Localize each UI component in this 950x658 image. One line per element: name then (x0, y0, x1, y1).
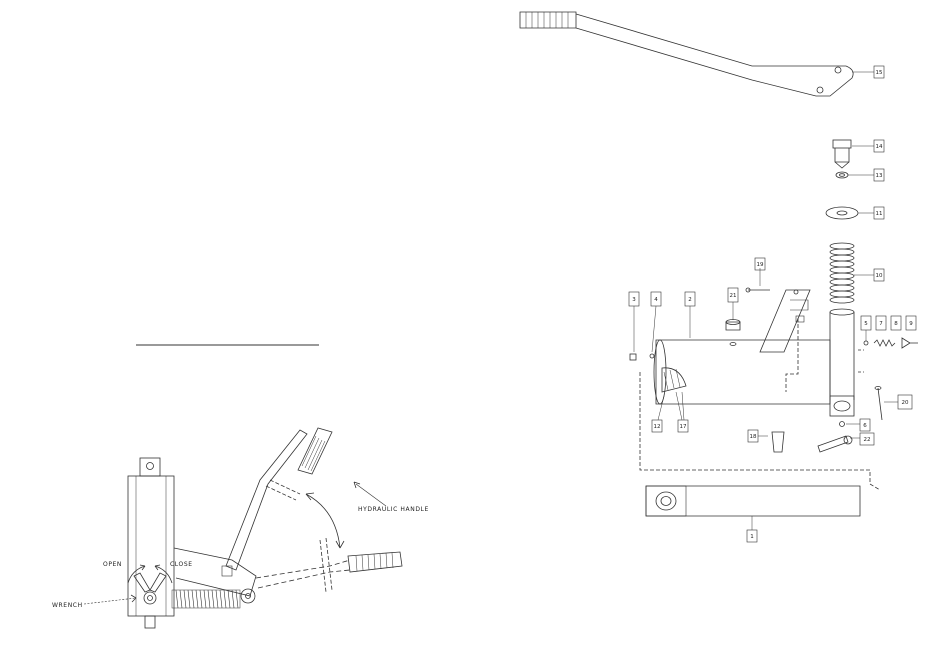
part-12-label: 12 (654, 424, 661, 430)
close-label: CLOSE (170, 561, 193, 568)
pump-cylinder (830, 312, 854, 400)
top-lug-hole (147, 463, 154, 470)
wrench-arm-left (134, 573, 150, 592)
flat-washer (826, 207, 858, 219)
part-4-label: 4 (654, 297, 658, 303)
part-3-label: 3 (632, 297, 636, 303)
part-number-boxes (629, 66, 916, 542)
raised-handle-break (266, 480, 300, 500)
part-9-label: 9 (909, 321, 913, 327)
release-valve (144, 592, 156, 604)
ball-6 (840, 422, 845, 427)
cap-21 (726, 322, 740, 330)
part-3 (630, 354, 636, 360)
part-17-label: 17 (680, 424, 687, 430)
part-20-label: 20 (902, 400, 909, 406)
part-8-label: 8 (894, 321, 898, 327)
part-2-label: 2 (688, 297, 692, 303)
screw-9 (902, 338, 918, 348)
release-valve-22 (818, 436, 848, 452)
bottom-stub (145, 616, 155, 628)
part-18-label: 18 (750, 434, 757, 440)
plunger-body (835, 148, 849, 168)
rotation-arrow (306, 494, 340, 548)
seal-washer (836, 172, 848, 178)
top-lug (140, 458, 160, 476)
return-spring (172, 590, 240, 608)
open-label: OPEN (103, 561, 122, 568)
part-19-label: 19 (757, 262, 764, 268)
ball-5 (864, 341, 868, 345)
lowered-handle (256, 560, 350, 578)
raised-handle-grip (298, 428, 332, 474)
piston-spring (830, 243, 854, 303)
spring-7 (874, 340, 895, 346)
lowered-handle-break (320, 538, 332, 592)
part-1-label: 1 (750, 534, 754, 540)
part-5-label: 5 (864, 321, 868, 327)
ball-4 (650, 354, 654, 358)
part-14-label: 14 (876, 144, 883, 150)
hydraulic-handle-label: HYDRAULIC HANDLE (358, 506, 429, 513)
part-13-label: 13 (876, 173, 883, 179)
handle-grip (520, 12, 576, 28)
plug-18 (772, 432, 784, 452)
raised-handle (226, 430, 307, 570)
part-6-label: 6 (863, 423, 867, 429)
part-7-label: 7 (879, 321, 883, 327)
part-21-label: 21 (730, 293, 737, 299)
assembly-line-1 (786, 318, 798, 392)
exploded-parts-view (520, 12, 918, 530)
cylinder-body (128, 476, 174, 616)
part-11-label: 11 (876, 211, 883, 217)
pin-20 (878, 388, 882, 420)
part-22-label: 22 (864, 437, 871, 443)
part-15-label: 15 (876, 70, 883, 76)
assembled-jack-view (84, 428, 402, 628)
part-number-labels: 15 14 13 11 10 19 3 4 2 21 5 7 8 9 20 6 … (632, 70, 913, 540)
wrench-arm-right (150, 573, 166, 592)
handle-socket (174, 548, 256, 596)
assembly-line-2 (640, 372, 880, 490)
base-plate (646, 486, 860, 516)
part-10-label: 10 (876, 273, 883, 279)
wrench-label: WRENCH (52, 602, 83, 609)
plunger-head (833, 140, 851, 148)
handle-leader (356, 484, 386, 506)
handle-bar (576, 14, 853, 96)
socket-pivot (241, 589, 255, 603)
bracket-plate (760, 290, 810, 352)
